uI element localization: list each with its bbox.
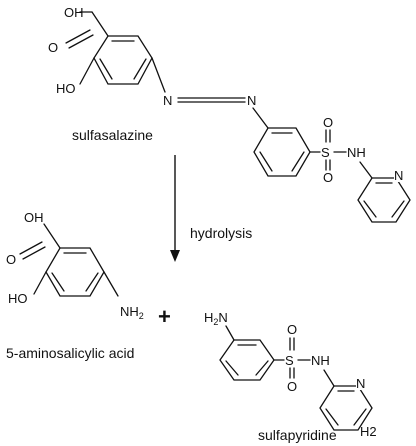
asa-hydroxyl-label: OH <box>24 210 44 225</box>
aminosalicylic-label: 5-aminosalicylic acid <box>6 345 134 361</box>
plus-sign: + <box>158 304 171 329</box>
carbonyl-oxygen-label: O <box>48 40 58 55</box>
salicyl-ring <box>93 35 153 85</box>
sp-o1-label: O <box>287 322 297 337</box>
sp-pyridine-n-label: N <box>356 376 365 391</box>
sulfonyl-o1-label: O <box>323 115 333 130</box>
hydroxyl-label: OH <box>64 5 84 20</box>
sp-h2-label: H2 <box>360 424 377 439</box>
pyridine-n-label: N <box>394 168 403 183</box>
reaction-arrow <box>170 155 180 262</box>
sp-amine-label: H2N <box>204 310 228 327</box>
sulfasalazine-structure: OH O HO N N S O O NH N <box>48 5 411 223</box>
asa-carbonyl-label: O <box>6 252 16 267</box>
sp-benzene-ring <box>219 339 275 381</box>
nh-label: NH <box>347 145 366 160</box>
sp-sulfur-label: S <box>285 353 294 368</box>
benzene-ring <box>253 127 311 177</box>
sp-nh-label: NH <box>311 353 330 368</box>
sulfapyridine-label: sulfapyridine <box>258 427 337 443</box>
sulfasalazine-label: sulfasalazine <box>72 127 153 143</box>
sulfur-label: S <box>321 145 330 160</box>
sulfonyl-o2-label: O <box>323 170 333 185</box>
azo-n1-label: N <box>163 93 172 108</box>
hydrolysis-label: hydrolysis <box>190 225 252 241</box>
aminosalicylic-structure: OH O HO NH2 <box>6 210 144 321</box>
phenol-label: HO <box>56 81 76 96</box>
sulfapyridine-structure: H2N S O O NH N H2 <box>204 310 377 439</box>
azo-n2-label: N <box>247 93 256 108</box>
asa-ring <box>45 247 105 297</box>
pyridine-ring <box>357 177 411 223</box>
asa-phenol-label: HO <box>8 291 28 306</box>
sp-o2-label: O <box>287 379 297 394</box>
asa-amine-label: NH2 <box>120 304 144 321</box>
